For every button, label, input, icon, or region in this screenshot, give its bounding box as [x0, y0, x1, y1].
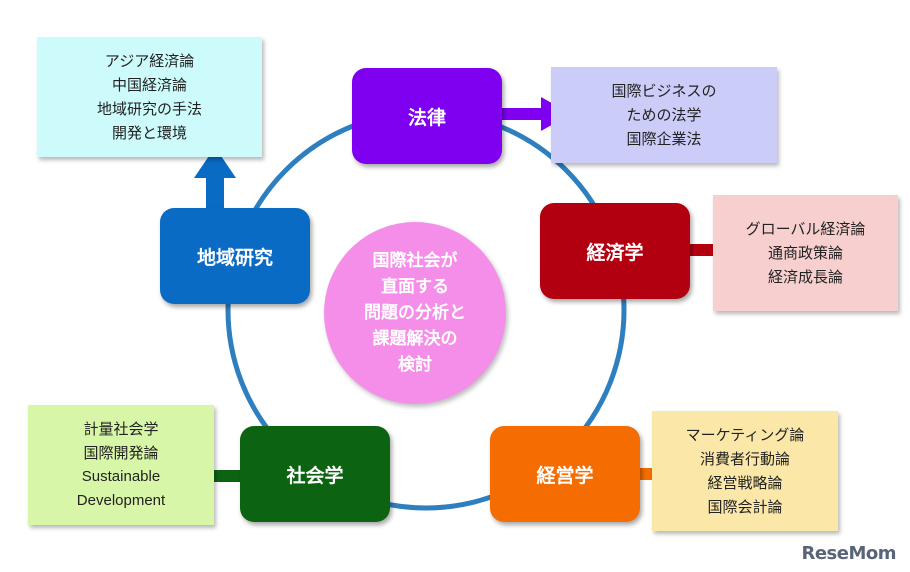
node-economics: 経済学 — [540, 203, 690, 299]
topic-item: 計量社会学 — [83, 420, 159, 438]
topic-item: 経済成長論 — [767, 268, 843, 286]
node-label: 法律 — [407, 106, 446, 129]
topics-economics: グローバル経済論 通商政策論 経済成長論 — [713, 195, 898, 311]
topic-item: 国際企業法 — [626, 130, 702, 148]
resemom-logo: ReseMom — [801, 543, 896, 564]
topic-item: 経営戦略論 — [707, 474, 783, 492]
center-topic-line: 課題解決の — [372, 329, 458, 349]
node-label: 経営学 — [536, 464, 594, 487]
topic-item: 消費者行動論 — [699, 450, 790, 468]
center-topic-line: 国際社会が — [372, 251, 458, 271]
center-topic: 国際社会が 直面する 問題の分析と 課題解決の 検討 — [324, 222, 506, 404]
arrow-area-studies — [194, 147, 236, 208]
topic-item: アジア経済論 — [104, 52, 195, 70]
center-topic-line: 問題の分析と — [364, 303, 466, 323]
node-label: 地域研究 — [196, 246, 273, 269]
topic-item: 開発と環境 — [111, 124, 187, 142]
topic-item: 中国経済論 — [111, 76, 187, 94]
topics-area-studies: アジア経済論 中国経済論 地域研究の手法 開発と環境 — [37, 37, 262, 157]
topic-item: 国際開発論 — [83, 444, 159, 462]
topic-item: 通商政策論 — [767, 244, 843, 262]
node-management: 経営学 — [490, 426, 640, 522]
topic-item: 国際ビジネスの — [611, 82, 717, 100]
node-area-studies: 地域研究 — [160, 208, 310, 304]
topic-item: Development — [76, 492, 166, 509]
center-topic-line: 検討 — [398, 355, 432, 375]
center-topic-line: 直面する — [381, 277, 449, 297]
topic-item: グローバル経済論 — [745, 220, 866, 238]
topic-item: 地域研究の手法 — [96, 100, 202, 118]
topics-law: 国際ビジネスの ための法学 国際企業法 — [551, 67, 777, 163]
topics-management: マーケティング論 消費者行動論 経営戦略論 国際会計論 — [652, 411, 838, 531]
topic-item: Sustainable — [81, 468, 161, 485]
topic-item: 国際会計論 — [707, 498, 783, 516]
topic-item: ための法学 — [626, 106, 702, 124]
topics-sociology: 計量社会学 国際開発論 Sustainable Development — [28, 405, 214, 525]
logo-text: ReseMom — [801, 543, 896, 564]
node-law: 法律 — [352, 68, 502, 164]
topic-item: マーケティング論 — [685, 426, 805, 444]
node-label: 社会学 — [286, 464, 344, 487]
node-label: 経済学 — [586, 241, 644, 264]
node-sociology: 社会学 — [240, 426, 390, 522]
